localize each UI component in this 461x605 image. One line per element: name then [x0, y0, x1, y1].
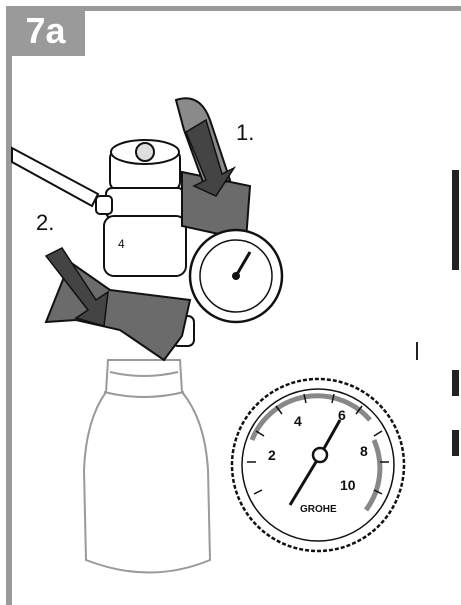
- figure-badge: 7a: [6, 6, 85, 56]
- edge-mark: [452, 370, 459, 396]
- valve-gauge: [188, 228, 284, 324]
- pressure-gauge-detail: [230, 377, 406, 553]
- gauge-label-6: 6: [338, 407, 346, 423]
- step-2-label: 2.: [36, 210, 55, 235]
- edge-mark: [452, 430, 459, 456]
- step-1-label: 1.: [236, 120, 255, 145]
- hose: [11, 146, 100, 208]
- svg-text:4: 4: [118, 237, 125, 251]
- gauge-label-2: 2: [268, 447, 276, 463]
- figure-frame-top: [85, 6, 461, 11]
- gauge-brand: GROHE: [300, 504, 337, 515]
- arrow-step-2: [44, 247, 109, 327]
- gauge-labels: 2 4 6 8 10 GROHE: [268, 407, 368, 515]
- valve-body: 4: [95, 139, 195, 347]
- gauge-label-4: 4: [294, 413, 302, 429]
- arrow-step-1: [185, 118, 237, 197]
- bottle: [82, 359, 212, 574]
- edge-mark: [452, 170, 459, 270]
- gauge-label-8: 8: [360, 443, 368, 459]
- gauge-label-10: 10: [340, 477, 356, 493]
- edge-mark: [416, 342, 418, 360]
- figure-frame-left: [6, 56, 12, 605]
